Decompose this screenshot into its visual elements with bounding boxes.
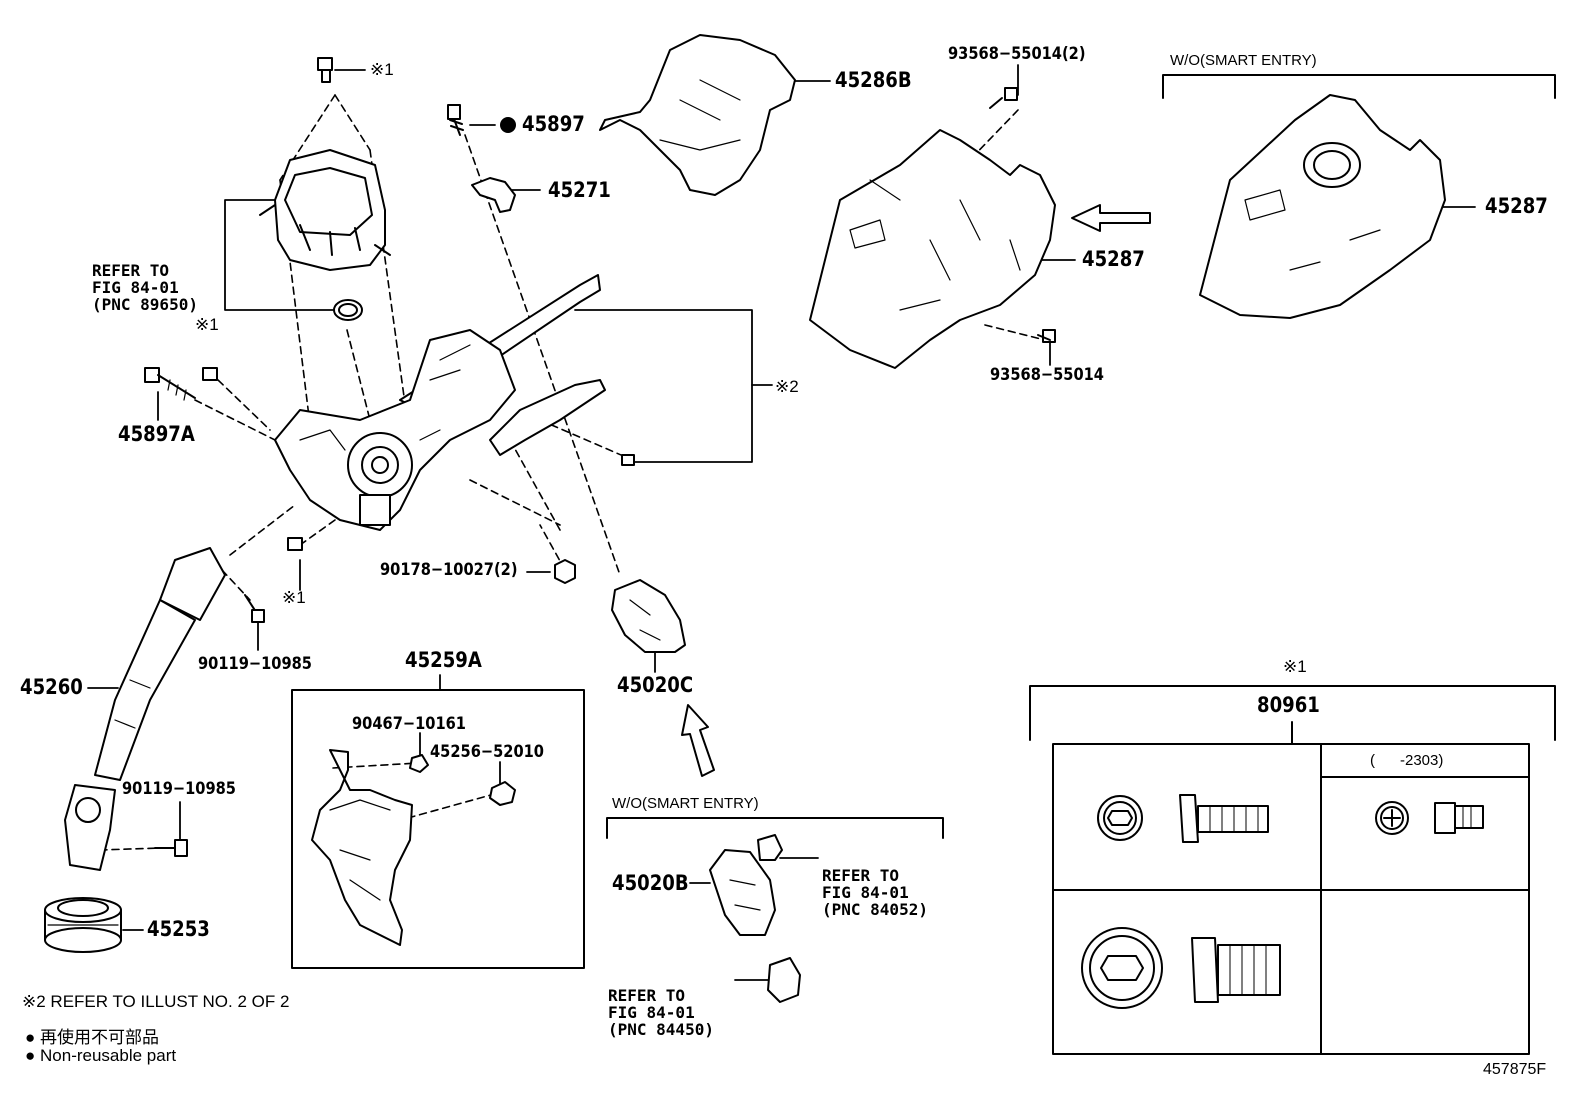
cover-45287-right xyxy=(1199,94,1446,319)
marker-kome2: ※2 xyxy=(775,377,799,396)
screw-kome2 xyxy=(621,454,635,466)
nut-90178-10027 xyxy=(554,559,576,584)
label-45271: 45271 xyxy=(548,178,611,202)
lock-45020c xyxy=(611,579,686,653)
marker-kome1-top: ※1 xyxy=(370,60,394,79)
drawing-number: 457875F xyxy=(1483,1061,1547,1078)
header-wo-smart-entry-top: W/O(SMART ENTRY) xyxy=(1170,52,1317,69)
steering-column xyxy=(274,274,606,531)
label-45286b: 45286B xyxy=(835,68,912,92)
part-80961-table xyxy=(1052,743,1530,1055)
switch-45020b xyxy=(709,849,776,936)
label-45020c: 45020C xyxy=(617,673,694,697)
direction-arrows xyxy=(681,204,1151,777)
label-45260: 45260 xyxy=(20,675,83,699)
solid-leaders xyxy=(87,64,1476,981)
insulator-45259a xyxy=(311,749,413,946)
marker-kome1-mid: ※1 xyxy=(282,588,306,607)
date-range-header: ( -2303) xyxy=(1370,752,1444,769)
label-45253: 45253 xyxy=(147,917,210,941)
bolt-45897a xyxy=(144,367,196,401)
clip-45256-52010 xyxy=(489,781,516,806)
bolt-left-kome1 xyxy=(202,367,218,381)
label-45287-mid: 45287 xyxy=(1082,247,1145,271)
label-45897: 45897 xyxy=(522,112,585,136)
label-90119-10985-top: 90119−10985 xyxy=(198,654,312,674)
label-45256-52010: 45256−52010 xyxy=(430,742,544,762)
bolt-90119-top xyxy=(244,594,265,623)
marker-kome1-box: ※1 xyxy=(1283,657,1307,676)
non-reusable-dot xyxy=(500,117,516,133)
note-refer-illust-2: ※2 REFER TO ILLUST NO. 2 OF 2 xyxy=(22,992,290,1011)
boot-45253 xyxy=(44,897,122,953)
screw-hex-large xyxy=(1081,927,1163,1009)
bolt-45897 xyxy=(447,104,464,136)
bullet-icon: ● xyxy=(25,1028,36,1047)
screw-hex-small xyxy=(1097,795,1143,841)
cover-45286b xyxy=(599,34,796,196)
marker-kome1-left: ※1 xyxy=(195,315,219,334)
header-wo-smart-entry-bottom: W/O(SMART ENTRY) xyxy=(612,795,759,812)
label-90178-10027: 90178−10027(2) xyxy=(380,560,518,580)
bolt-90119-bottom xyxy=(154,839,188,857)
screw-side-large xyxy=(1191,937,1281,1003)
screw-phillips xyxy=(1375,801,1409,835)
label-93568-55014-2: 93568−55014(2) xyxy=(948,44,1086,64)
label-93568-55014: 93568−55014 xyxy=(990,365,1104,385)
screw-side-small xyxy=(1179,794,1269,843)
bullet-icon: ● xyxy=(25,1046,36,1065)
clip-45271 xyxy=(471,177,516,213)
screw-93568-55014-2 xyxy=(989,87,1018,109)
bolt-mid-kome1 xyxy=(287,537,303,551)
label-90119-10985-bottom: 90119−10985 xyxy=(122,779,236,799)
label-45020b: 45020B xyxy=(612,871,689,895)
bolt-top-kome1 xyxy=(317,57,333,83)
label-45259a: 45259A xyxy=(405,648,482,672)
note-non-reusable-jp: ● 再使用不可部品 xyxy=(25,1028,160,1047)
label-45897a: 45897A xyxy=(118,422,195,446)
connector-84052 xyxy=(757,834,783,861)
screw-phillips-side xyxy=(1434,802,1484,834)
screw-93568-55014 xyxy=(1037,329,1056,343)
label-45287-right: 45287 xyxy=(1485,194,1548,218)
clip-90467-10161 xyxy=(409,754,429,773)
label-90467-10161: 90467−10161 xyxy=(352,714,466,734)
cover-45287-mid xyxy=(809,129,1056,369)
header-brackets xyxy=(606,74,1556,839)
part-84450 xyxy=(767,957,801,1003)
label-80961: 80961 xyxy=(1257,693,1320,717)
ecu-motor-unit xyxy=(259,149,391,321)
note-non-reusable-en: ● Non-reusable part xyxy=(25,1046,177,1065)
dashed-leaders xyxy=(99,94,1046,851)
intermediate-shaft-45260 xyxy=(64,547,226,871)
